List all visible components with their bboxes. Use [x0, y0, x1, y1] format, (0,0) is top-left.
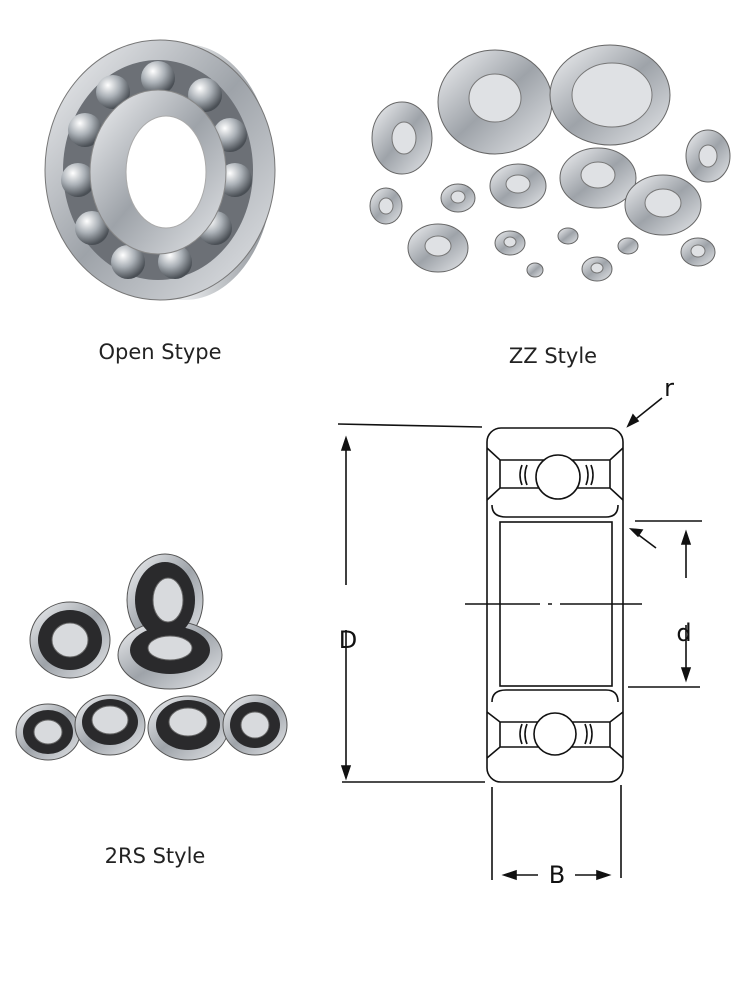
outer-ring-outline	[486, 427, 624, 783]
ball-bottom	[533, 712, 577, 756]
2rs-bearings-image	[15, 553, 288, 761]
caption-open-style: Open Stype	[98, 340, 222, 364]
ball-top	[535, 454, 581, 500]
label-width: B	[549, 861, 565, 889]
label-outer-diameter: D	[339, 626, 357, 654]
open-bearing-image	[44, 39, 276, 301]
caption-zz-style: ZZ Style	[508, 344, 598, 368]
zz-bearing	[369, 44, 731, 282]
caption-2rs-style: 2RS Style	[104, 844, 206, 868]
zz-bearings-image	[369, 44, 731, 282]
label-radius: r	[664, 374, 674, 402]
bearing-dimension-diagram	[337, 397, 702, 881]
label-inner-diameter: d	[676, 619, 691, 647]
